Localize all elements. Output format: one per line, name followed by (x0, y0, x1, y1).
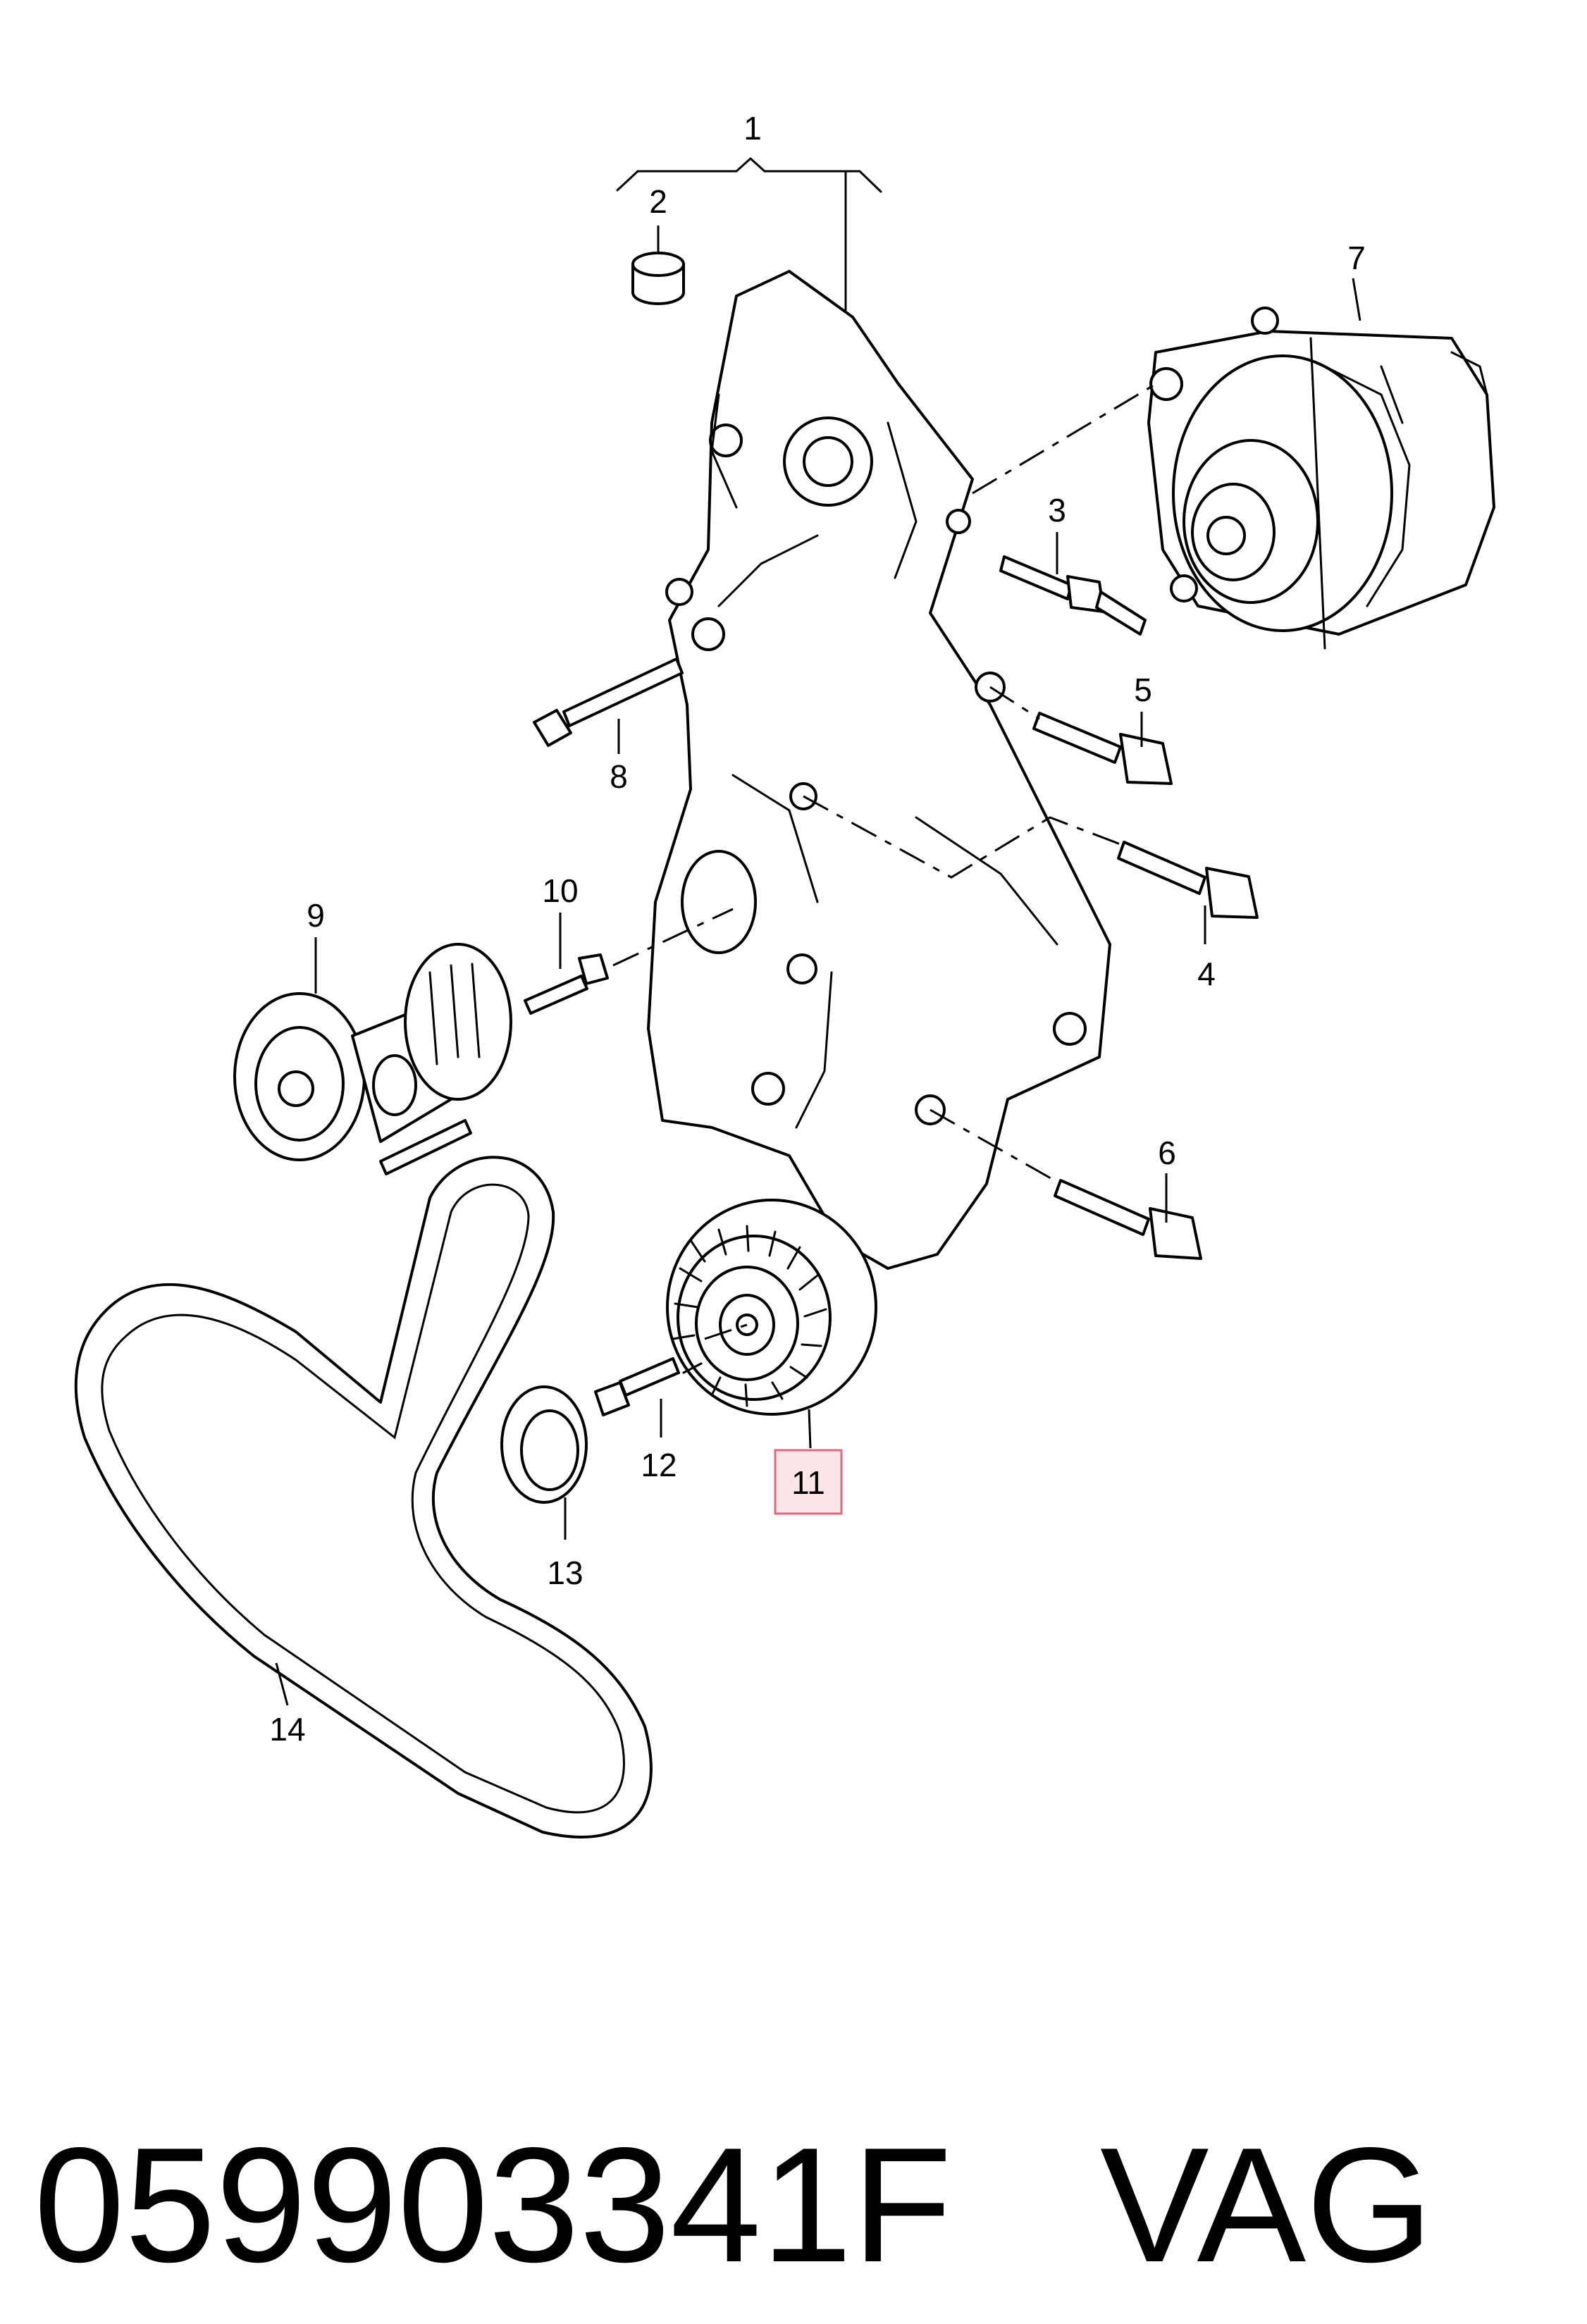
callout-4: 4 (1197, 956, 1216, 992)
callout-labels: 1 2 3 4 5 6 7 8 9 10 11 12 13 14 (269, 110, 1365, 1748)
callout-10: 10 (542, 872, 578, 909)
callout-8: 8 (610, 758, 628, 795)
mounting-bracket (647, 270, 1111, 1270)
callout-12: 12 (641, 1447, 677, 1483)
bolt-12 (594, 1357, 680, 1416)
bolt-5 (1032, 712, 1173, 785)
callout-2: 2 (649, 183, 667, 220)
callout-11: 11 (791, 1464, 825, 1501)
callout-11-highlight (774, 1449, 843, 1515)
ribbed-belt (74, 1156, 653, 1838)
alignment-lines (612, 383, 1156, 1340)
group-bracket-1 (616, 156, 882, 311)
callout-13: 13 (547, 1555, 583, 1591)
callout-6: 6 (1158, 1135, 1176, 1171)
callout-5: 5 (1134, 672, 1152, 708)
bolt-6 (1054, 1179, 1202, 1260)
callout-14: 14 (269, 1711, 305, 1748)
callout-3: 3 (1048, 492, 1066, 529)
idler-pulley (666, 1199, 877, 1416)
alternator (1147, 307, 1495, 650)
pulley-cover-cap (500, 1385, 588, 1504)
bolt-8 (533, 657, 684, 747)
part-number: 059903341F (34, 2114, 952, 2297)
brand-name: VAG (1099, 2114, 1433, 2297)
exploded-parts-diagram: 1 2 3 4 5 6 7 8 9 10 11 12 13 14 (74, 110, 1495, 1838)
bolt-10 (524, 953, 609, 1015)
callout-1: 1 (743, 110, 762, 147)
callout-7: 7 (1347, 240, 1366, 276)
bolt-4 (1117, 841, 1259, 919)
spacer-sleeve (631, 252, 685, 305)
leader-lines (275, 225, 1361, 1706)
belt-tensioner (233, 943, 512, 1175)
callout-9: 9 (307, 897, 325, 934)
bolt-3 (999, 555, 1147, 636)
part-caption: 059903341F VAG (34, 2107, 1556, 2304)
